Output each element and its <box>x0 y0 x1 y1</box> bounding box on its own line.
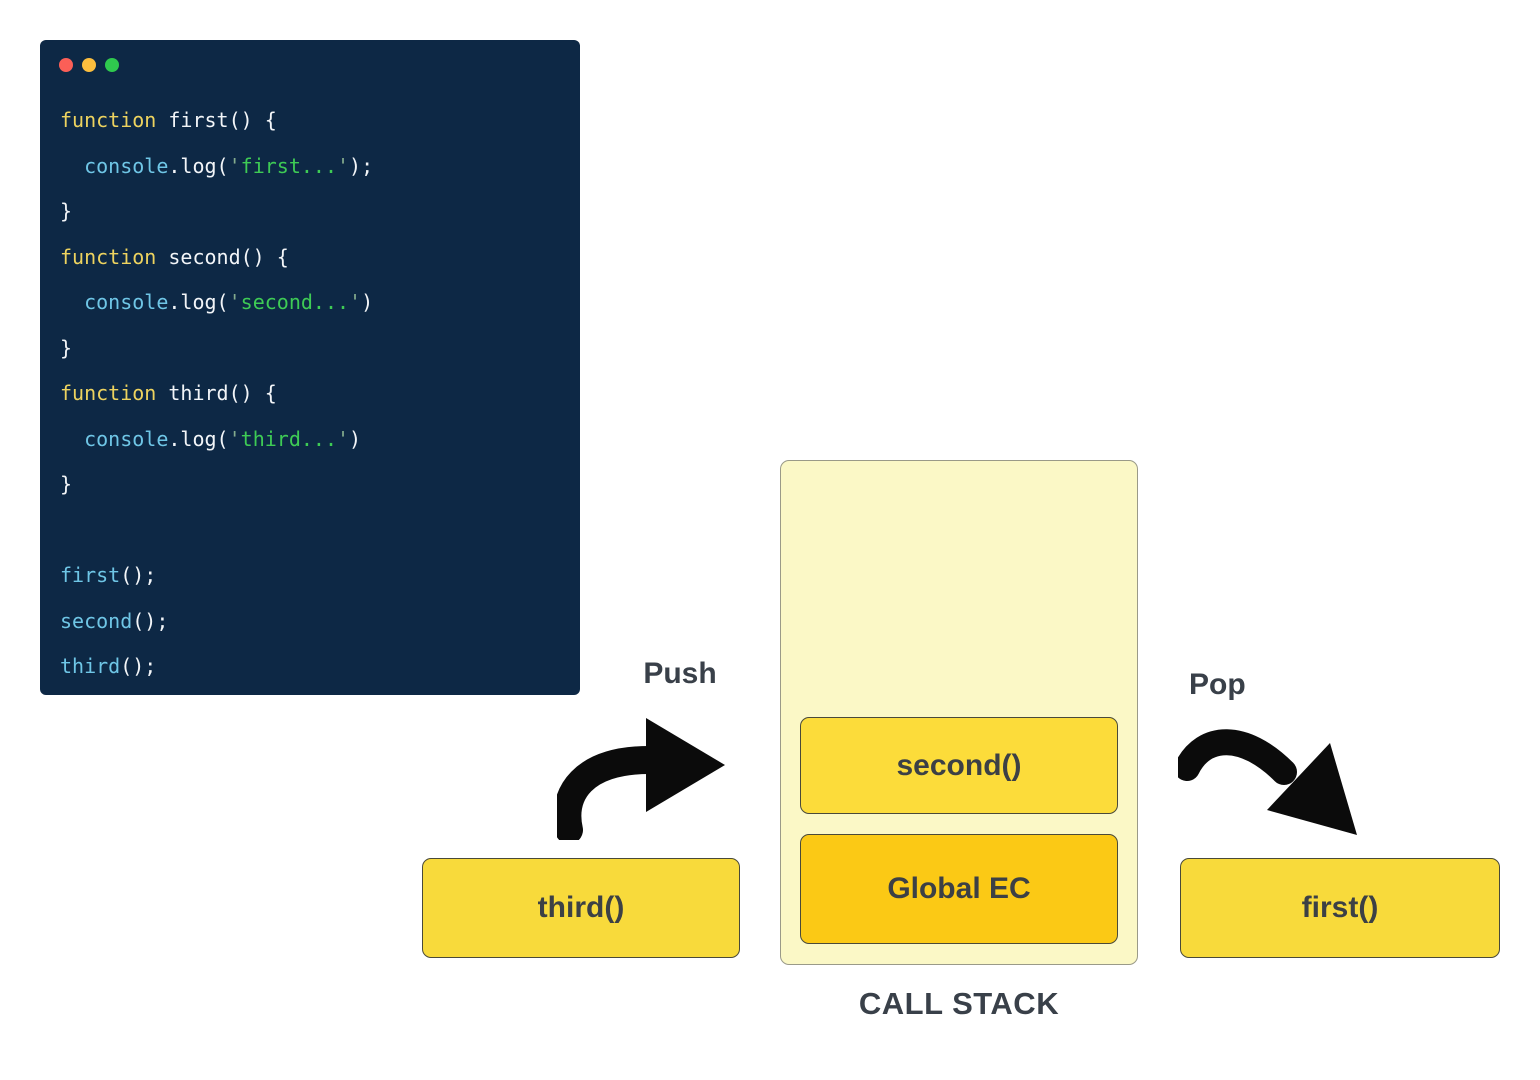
code-line: } <box>60 335 73 360</box>
code-block: function first() { console.log('first...… <box>40 72 580 690</box>
pop-label: Pop <box>1189 668 1246 701</box>
code-line: } <box>60 472 73 496</box>
frame-third-label: third() <box>537 891 625 924</box>
code-editor-window: function first() { console.log('first...… <box>40 40 580 695</box>
stack-frame-second: second() <box>800 717 1118 814</box>
code-line: } <box>60 199 73 223</box>
stack-frame-second-label: second() <box>896 748 1022 782</box>
frame-first: first() <box>1180 858 1500 958</box>
code-line: function first() { <box>60 108 277 132</box>
stack-frame-global-ec-label: Global EC <box>887 872 1031 905</box>
code-line: third(); <box>60 654 157 678</box>
code-line: console.log('third...') <box>84 426 362 451</box>
frame-third: third() <box>422 858 740 958</box>
window-close-button-icon <box>59 58 73 72</box>
window-minimize-button-icon <box>82 58 96 72</box>
code-line: first(); <box>60 563 157 587</box>
window-zoom-button-icon <box>105 58 119 72</box>
pop-arrow-icon <box>1178 729 1357 835</box>
push-label: Push <box>643 657 717 690</box>
code-line <box>60 508 580 554</box>
code-line: function third() { <box>60 381 277 405</box>
stack-frame-global-ec: Global EC <box>800 834 1118 944</box>
code-line: console.log('second...') <box>84 290 374 314</box>
code-line: second(); <box>60 608 169 633</box>
frame-first-label: first() <box>1301 891 1379 924</box>
call-stack-container: second() Global EC <box>780 460 1138 965</box>
call-stack-title: CALL STACK <box>858 986 1060 1021</box>
code-line: function second() { <box>60 244 289 269</box>
window-controls <box>40 40 580 72</box>
push-arrow-icon <box>557 718 725 840</box>
code-line: console.log('first...'); <box>84 153 374 178</box>
